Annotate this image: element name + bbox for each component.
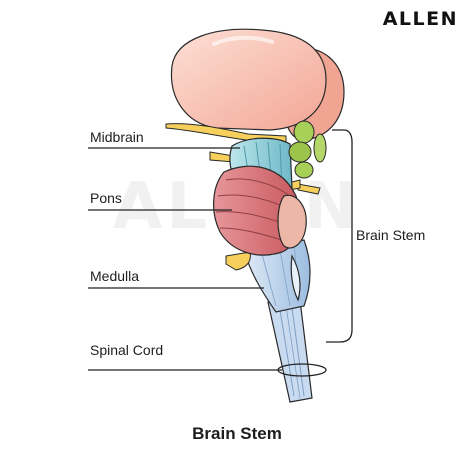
label-midbrain: Midbrain <box>90 129 144 145</box>
label-medulla: Medulla <box>90 268 140 284</box>
medulla-shape <box>243 239 311 313</box>
label-pons: Pons <box>90 190 122 206</box>
pons-shape <box>213 165 307 256</box>
brain-stem-bracket <box>326 129 353 343</box>
diagram-caption: Brain Stem <box>192 424 282 443</box>
spinal-cord-shape <box>267 299 313 403</box>
colliculi-shape <box>288 120 327 179</box>
spinal-cord-ring <box>277 363 327 377</box>
label-pointer-lines <box>88 147 282 371</box>
label-brain-stem: Brain Stem <box>356 227 426 243</box>
cerebrum-shape <box>170 28 345 141</box>
brand-logo: ALLEN <box>382 8 458 30</box>
label-spinal-cord: Spinal Cord <box>90 342 164 358</box>
